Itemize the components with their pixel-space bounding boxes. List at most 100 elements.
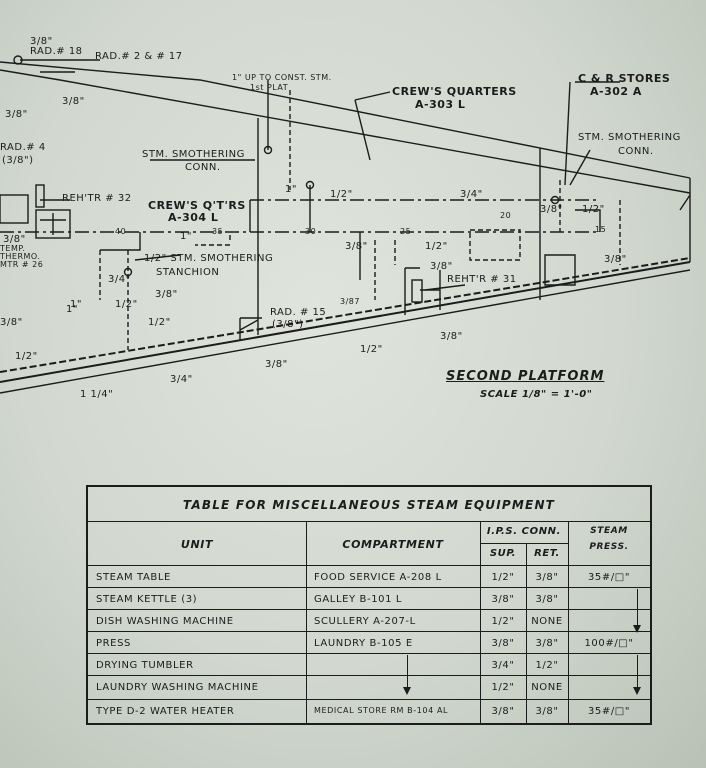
size-callout: 3/8" — [30, 36, 53, 47]
steam-line-dashed — [0, 257, 691, 373]
size-callout: 3/8" — [0, 317, 23, 328]
size-callout: 1/2" — [148, 317, 171, 328]
table-rule — [88, 675, 650, 676]
header-unit: UNIT — [180, 538, 214, 551]
frame-number: 25 — [400, 227, 412, 236]
table-rule — [526, 543, 527, 723]
size-callout: 3/4" — [170, 374, 193, 385]
row-ret: 3/8" — [535, 706, 559, 717]
drawing-scale: SCALE 1/8" = 1'-0" — [480, 389, 593, 400]
table-rule — [88, 521, 650, 522]
row-ret: NONE — [531, 616, 563, 627]
row-ret: 1/2" — [535, 660, 559, 671]
hull-line-upper-2 — [0, 69, 691, 194]
row-unit: LAUNDRY WASHING MACHINE — [96, 682, 259, 693]
label-rad18: RAD.# 18 — [30, 46, 83, 57]
frame-number: 20 — [500, 211, 512, 220]
row-press: 35#/□" — [587, 572, 631, 583]
label-stm-smothering-2: STM. SMOTHERING — [578, 132, 681, 143]
size-callout: 3/8" — [62, 96, 85, 107]
row-ret: NONE — [531, 682, 563, 693]
row-unit: TYPE D-2 WATER HEATER — [96, 706, 235, 717]
table-rule — [568, 521, 569, 723]
frame-number: 40 — [115, 227, 127, 236]
label-first-plat: 1st PLAT — [250, 83, 289, 92]
hull-line-lower — [0, 261, 691, 383]
label-rad2-17: RAD.# 2 & # 17 — [95, 51, 183, 62]
size-callout: 1 1/4" — [80, 389, 114, 400]
row-compartment: LAUNDRY B-105 E — [314, 638, 413, 649]
row-unit: STEAM TABLE — [96, 572, 171, 583]
table-rule — [88, 631, 650, 632]
row-ret: 3/8" — [535, 594, 559, 605]
row-compartment: MEDICAL STORE RM B-104 AL — [314, 706, 449, 715]
frame-number: 30 — [305, 227, 317, 236]
row-compartment: FOOD SERVICE A-208 L — [314, 572, 442, 583]
row-sup: 1/2" — [491, 682, 515, 693]
label-crews-quarters-no: A-303 L — [415, 98, 466, 111]
ditto-arrow-head — [633, 687, 641, 695]
row-sup: 1/2" — [491, 616, 515, 627]
label-rad4-size: (3/8") — [2, 155, 34, 166]
table-rule — [88, 565, 650, 566]
size-callout: 3/8" — [604, 254, 627, 265]
row-sup: 3/8" — [491, 638, 515, 649]
size-callout: 3/8" — [5, 109, 28, 120]
header-sup: SUP. — [489, 548, 517, 559]
size-callout: 1/2" — [425, 241, 448, 252]
size-callout: 1" — [285, 184, 297, 195]
row-unit: DISH WASHING MACHINE — [96, 616, 234, 627]
row-unit: DRYING TUMBLER — [96, 660, 194, 671]
size-callout: 3/8" — [540, 204, 563, 215]
label-rehtr32: REH'TR # 32 — [62, 193, 132, 204]
row-unit: STEAM KETTLE (3) — [96, 594, 198, 605]
size-callout: 3/8" — [155, 289, 178, 300]
row-sup: 1/2" — [491, 572, 515, 583]
size-callout: 1/2" — [15, 351, 38, 362]
size-callout: 3/4" — [460, 189, 483, 200]
label-crews-qtrs: CREW'S Q'T'RS — [148, 199, 246, 212]
size-callout: 3/8" — [345, 241, 368, 252]
label-crews-quarters: CREW'S QUARTERS — [392, 85, 517, 98]
frame-number: 3/87 — [340, 297, 360, 306]
table-rule — [88, 609, 650, 610]
header-ips-conn: I.P.S. CONN. — [486, 526, 562, 537]
drawing-title: SECOND PLATFORM — [446, 369, 605, 384]
size-callout: 3/8" — [3, 234, 26, 245]
table-rule — [480, 543, 568, 544]
size-callout: 3/8" — [430, 261, 453, 272]
ditto-arrow-head — [633, 625, 641, 633]
label-candr-stores-no: A-302 A — [590, 85, 642, 98]
label-stanchion: STANCHION — [156, 267, 220, 278]
ditto-arrow — [407, 655, 408, 689]
size-callout: 1/2" — [360, 344, 383, 355]
size-callout: 1/2" — [330, 189, 353, 200]
header-steam: STEAM — [590, 526, 628, 536]
size-callout: 3/8" — [440, 331, 463, 342]
row-compartment: SCULLERY A-207-L — [314, 616, 416, 627]
table-rule — [88, 587, 650, 588]
size-callout: 1" — [66, 304, 78, 315]
table-title: TABLE FOR MISCELLANEOUS STEAM EQUIPMENT — [182, 498, 556, 512]
label-crews-qtrs-no: A-304 L — [168, 211, 219, 224]
label-candr-stores: C & R STORES — [578, 72, 671, 85]
size-callout: 1" — [70, 299, 82, 310]
label-rehtr31: REHT'R # 31 — [447, 274, 517, 285]
ditto-arrow-head — [403, 687, 411, 695]
label-up-to-const: 1" UP TO CONST. STM. — [232, 73, 332, 82]
label-stm-smothering-stanchion: 1/2" STM. SMOTHERING — [144, 253, 274, 264]
steam-equipment-table: TABLE FOR MISCELLANEOUS STEAM EQUIPMENT … — [86, 485, 652, 725]
table-rule — [306, 521, 307, 723]
header-ret: RET. — [534, 548, 560, 559]
size-callout: 1/2" — [115, 299, 138, 310]
header-compartment: COMPARTMENT — [342, 538, 444, 551]
ditto-arrow — [637, 589, 638, 627]
row-press: 35#/□" — [587, 706, 631, 717]
frame-number: 15 — [595, 225, 607, 234]
row-sup: 3/8" — [491, 594, 515, 605]
row-sup: 3/8" — [491, 706, 515, 717]
size-callout: 1/2" — [582, 204, 605, 215]
row-unit: PRESS — [96, 638, 131, 649]
label-thermo: TEMP. THERMO. MTR # 26 — [0, 244, 44, 269]
